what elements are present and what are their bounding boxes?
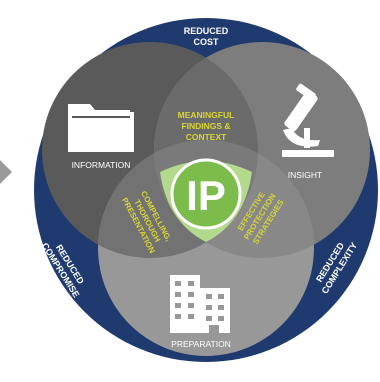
arrow-right-icon (0, 160, 12, 184)
svg-text:MEANINGFUL: MEANINGFUL (178, 110, 235, 120)
information-label: INFORMATION (72, 160, 131, 170)
building-icon (170, 275, 230, 333)
insight-label: INSIGHT (288, 170, 322, 180)
meaningful-findings-label: MEANINGFUL FINDINGS & CONTEXT (178, 110, 235, 142)
ip-badge-label: IP (186, 172, 226, 219)
folder-icon (68, 104, 134, 152)
svg-text:CONTEXT: CONTEXT (186, 132, 227, 142)
ip-badge: IP (160, 158, 252, 242)
microscope-icon (282, 83, 334, 157)
preparation-label: PREPARATION (171, 339, 231, 349)
reduced-cost-label: REDUCED COST (184, 26, 229, 47)
svg-text:REDUCED: REDUCED (184, 26, 229, 36)
svg-text:COST: COST (193, 37, 219, 47)
svg-text:FINDINGS &: FINDINGS & (181, 121, 230, 131)
